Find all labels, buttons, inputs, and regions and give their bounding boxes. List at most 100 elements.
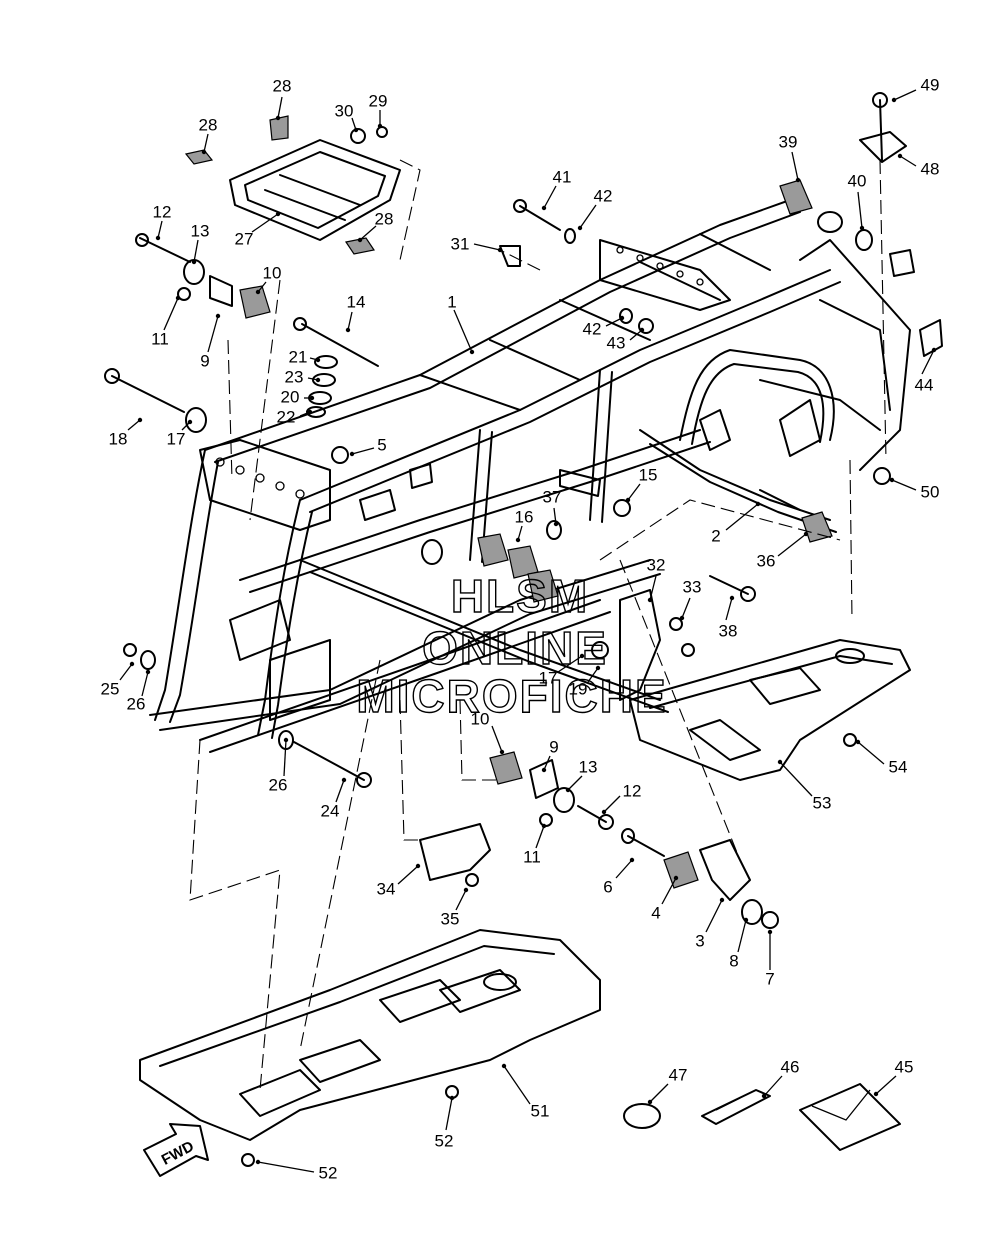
callout-arrowhead-c44	[931, 347, 937, 353]
callout-leader-c48	[899, 155, 917, 167]
callout-number-c3: 3	[695, 931, 704, 950]
callout-arrowhead-c2	[755, 501, 761, 507]
callout-number-c28c: 28	[375, 209, 394, 228]
callout-arrowhead-c1	[469, 349, 475, 355]
callout-leader-c13b	[567, 775, 583, 791]
small-hardware-lower	[419, 751, 779, 929]
callout-leader-c28b	[203, 133, 209, 153]
rear-skid-plate	[629, 639, 911, 781]
callout-arrowhead-c10a	[255, 289, 261, 295]
callout-leader-c37	[553, 507, 557, 525]
callout-arrowhead-c24	[341, 777, 347, 783]
callout-number-c35: 35	[441, 909, 460, 928]
callout-leader-c9b	[543, 755, 551, 771]
callout-arrowhead-c28c	[357, 237, 363, 243]
callout-number-c1: 1	[447, 292, 456, 311]
callout-number-c17b: 17	[539, 668, 558, 687]
callout-number-c19: 19	[569, 679, 588, 698]
callout-number-c25: 25	[101, 679, 120, 698]
callout-number-c37: 37	[543, 487, 562, 506]
callout-leader-c17b	[557, 655, 583, 673]
callout-leader-c12a	[157, 220, 163, 239]
callout-arrowhead-c25	[129, 661, 135, 667]
callout-arrowhead-c13b	[565, 787, 571, 793]
callout-leader-c31	[473, 243, 501, 251]
callout-leader-c10b	[491, 725, 503, 753]
callout-number-c9a: 9	[200, 351, 209, 370]
watermark: HLSM ONLINE MICROFICHE	[356, 569, 667, 722]
callout-leader-c19	[587, 667, 599, 683]
callout-arrowhead-c18	[137, 417, 143, 423]
callout-number-c52a: 52	[435, 1131, 454, 1150]
callout-arrowhead-c20	[309, 395, 315, 401]
callout-leader-c26b	[283, 739, 287, 777]
callout-leader-c39	[791, 151, 799, 181]
callout-arrowhead-c22	[307, 409, 313, 415]
callout-arrowhead-c8	[743, 917, 749, 923]
callout-leader-c38	[725, 597, 733, 621]
callout-number-c45: 45	[895, 1057, 914, 1076]
callout-leader-c26a	[141, 671, 149, 697]
callout-number-c47: 47	[669, 1065, 688, 1084]
callout-number-c5: 5	[377, 435, 386, 454]
callout-number-c2: 2	[711, 526, 720, 545]
callout-number-c12a: 12	[153, 202, 172, 221]
callout-leader-c13a	[193, 239, 199, 263]
callout-number-c16: 16	[515, 507, 534, 526]
callout-arrowhead-c11a	[175, 295, 181, 301]
callout-arrowhead-c39	[795, 177, 801, 183]
callout-number-c6: 6	[603, 877, 612, 896]
callout-number-c54: 54	[889, 757, 908, 776]
callout-leader-c27	[251, 213, 279, 233]
callout-arrowhead-c33	[679, 615, 685, 621]
callout-leader-c28c	[359, 225, 377, 241]
callout-arrowhead-c5	[349, 451, 355, 457]
callout-number-c27: 27	[235, 229, 254, 248]
callout-arrowhead-c29	[377, 123, 383, 129]
o-ring	[623, 1103, 661, 1129]
callout-leader-c9a	[207, 315, 219, 353]
callout-number-c15: 15	[639, 465, 658, 484]
callout-number-c40: 40	[848, 171, 867, 190]
callout-arrowhead-c17a	[187, 419, 193, 425]
callout-leader-c6	[615, 859, 633, 879]
callout-leader-c4	[661, 877, 677, 905]
callout-number-c24: 24	[321, 801, 340, 820]
callout-leader-c33	[681, 597, 691, 619]
callout-arrowhead-c11b	[541, 823, 547, 829]
callout-number-c28a: 28	[273, 76, 292, 95]
callout-leader-c51	[503, 1065, 531, 1105]
callout-arrowhead-c34	[415, 863, 421, 869]
callout-leader-c12b	[603, 795, 621, 813]
callout-number-c50: 50	[921, 482, 940, 501]
callout-leader-c34	[397, 865, 419, 885]
reference-lines	[189, 159, 887, 1091]
callout-arrowhead-c47	[647, 1099, 653, 1105]
small-hardware-mid	[123, 489, 833, 788]
callout-arrowhead-c9a	[215, 313, 221, 319]
callout-number-c4: 4	[651, 903, 660, 922]
callout-leader-c41	[543, 185, 557, 209]
callout-number-c26a: 26	[127, 694, 146, 713]
callout-leader-c49	[893, 89, 917, 101]
callout-arrowhead-c49	[891, 97, 897, 103]
callout-leader-c36	[777, 533, 807, 557]
callout-number-c8: 8	[729, 951, 738, 970]
callout-number-c20: 20	[281, 387, 300, 406]
callout-number-c41: 41	[553, 167, 572, 186]
callout-arrowhead-c43	[639, 327, 645, 333]
callout-arrowhead-c19	[595, 665, 601, 671]
callout-number-c53: 53	[813, 793, 832, 812]
callout-arrowhead-c31	[497, 247, 503, 253]
callout-arrowhead-c27	[275, 211, 281, 217]
callout-leader-c47	[649, 1083, 669, 1103]
callout-arrowhead-c45	[873, 1091, 879, 1097]
callout-number-c44: 44	[915, 375, 934, 394]
callout-arrowhead-c21	[315, 357, 321, 363]
callout-arrowhead-c42b	[619, 315, 625, 321]
callout-number-c11a: 11	[151, 329, 169, 348]
callout-number-c52b: 52	[319, 1163, 338, 1182]
callout-arrowhead-c4	[673, 875, 679, 881]
callout-leader-c45	[875, 1075, 897, 1095]
